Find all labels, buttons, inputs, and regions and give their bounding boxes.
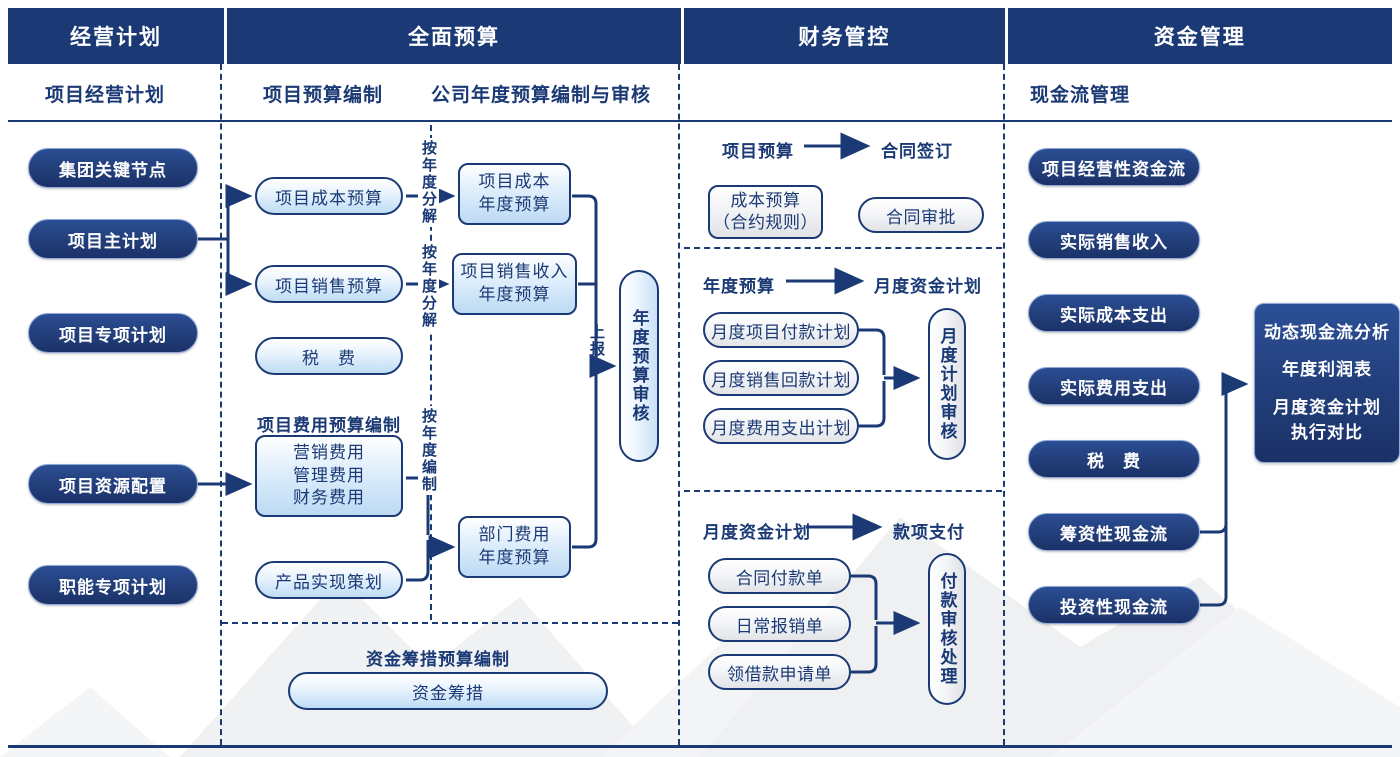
fc-divider-2 <box>684 490 1002 492</box>
pill-actual-sales-revenue[interactable]: 实际销售收入 <box>1028 221 1200 259</box>
pill-monthly-expense-payment-plan[interactable]: 月度费用支出计划 <box>703 408 859 444</box>
fc-divider-1 <box>684 247 1002 249</box>
subheader-row: 项目经营计划 项目预算编制 公司年度预算编制与审核 现金流管理 <box>0 64 1400 121</box>
pill-project-resource-allocation[interactable]: 项目资源配置 <box>28 464 198 504</box>
pill-actual-cost-expenditure[interactable]: 实际成本支出 <box>1028 294 1200 332</box>
pill-project-sales-budget[interactable]: 项目销售预算 <box>255 265 403 303</box>
column-divider-1 <box>220 64 222 745</box>
annual-cost-line-1: 项目成本 <box>478 172 551 192</box>
pill-functional-special-plan[interactable]: 职能专项计划 <box>28 565 198 605</box>
subheader-label-company-annual-budget: 公司年度预算编制与审核 <box>431 85 652 106</box>
pill-annual-budget-review[interactable]: 年度预算审核 <box>619 270 659 462</box>
header-col-business-plan: 经营计划 <box>8 8 225 64</box>
header-divider <box>1004 8 1008 64</box>
box-cost-budget-contract-rule[interactable]: 成本预算 （合约规则） <box>708 185 823 239</box>
pill-loan-application-form[interactable]: 领借款申请单 <box>708 654 851 690</box>
bottom-rule <box>8 745 1392 748</box>
fc1-box-line-2: （合约规则） <box>713 213 818 232</box>
pill-project-master-plan[interactable]: 项目主计划 <box>28 219 198 259</box>
fc3-to-label: 款项支付 <box>893 523 965 542</box>
annual-sales-line-1: 项目销售收入 <box>460 262 569 282</box>
edge-label-compile: 按年度编制 <box>418 406 439 495</box>
fc1-box-line-1: 成本预算 <box>730 190 801 210</box>
expense-line-marketing: 营销费用 <box>293 442 365 462</box>
pill-project-cost-budget[interactable]: 项目成本预算 <box>255 177 403 215</box>
subheader-label-cashflow-management: 现金流管理 <box>1030 85 1131 106</box>
edge-label-decompose-2: 按年度分解 <box>418 242 439 331</box>
caption-funding-budget-prep: 资金筹措预算编制 <box>366 650 510 669</box>
edge-label-submit: 上报 <box>588 324 605 358</box>
pill-tax-fee-budget[interactable]: 税 费 <box>255 337 403 375</box>
fc2-to-label: 月度资金计划 <box>874 277 982 296</box>
box-dept-expense-annual-budget[interactable]: 部门费用 年度预算 <box>458 516 571 578</box>
column-divider-3 <box>1003 64 1005 745</box>
header-col-comprehensive-budget: 全面预算 <box>227 8 682 64</box>
annual-cost-line-2: 年度预算 <box>478 195 551 214</box>
budget-inner-divider <box>430 125 432 620</box>
fc1-to-label: 合同签订 <box>881 142 953 161</box>
pill-monthly-project-payment-plan[interactable]: 月度项目付款计划 <box>703 312 859 348</box>
subheader-label-project-budget-prep: 项目预算编制 <box>263 85 384 106</box>
pill-tax-fee-fund[interactable]: 税 费 <box>1028 440 1200 478</box>
annual-sales-line-2: 年度预算 <box>478 285 551 304</box>
box-expense-budget-items[interactable]: 营销费用 管理费用 财务费用 <box>255 435 403 517</box>
caption-project-expense-budget: 项目费用预算编制 <box>257 416 401 435</box>
header-divider <box>681 8 685 64</box>
pill-contract-approval[interactable]: 合同审批 <box>858 197 984 233</box>
expense-line-management: 管理费用 <box>293 465 365 485</box>
expense-line-financial: 财务费用 <box>293 488 365 508</box>
header-col-fund-management: 资金管理 <box>1007 8 1392 64</box>
subheader-bottom-rule <box>8 120 1392 122</box>
fc1-from-label: 项目预算 <box>722 142 794 161</box>
pill-project-special-plan[interactable]: 项目专项计划 <box>28 313 198 353</box>
header-divider <box>224 8 228 64</box>
analysis-line-3: 月度资金计划 <box>1273 398 1381 417</box>
analysis-line-4: 执行对比 <box>1291 422 1363 442</box>
pill-payment-review-processing[interactable]: 付款审核处理 <box>928 553 966 705</box>
pill-daily-reimbursement-form[interactable]: 日常报销单 <box>708 606 851 642</box>
annual-dept-line-2: 年度预算 <box>478 548 551 567</box>
pill-contract-payment-form[interactable]: 合同付款单 <box>708 558 851 594</box>
pill-funding-raising[interactable]: 资金筹措 <box>288 672 608 710</box>
pill-investing-cashflow[interactable]: 投资性现金流 <box>1028 586 1200 624</box>
pill-product-realization-plan[interactable]: 产品实现策划 <box>255 561 403 599</box>
funding-section-divider <box>222 622 678 624</box>
pill-financing-cashflow[interactable]: 筹资性现金流 <box>1028 513 1200 551</box>
fc3-from-label: 月度资金计划 <box>703 523 811 542</box>
annual-dept-line-1: 部门费用 <box>478 525 551 545</box>
header-band: 经营计划 全面预算 财务管控 资金管理 <box>8 8 1392 64</box>
pill-group-key-milestone[interactable]: 集团关键节点 <box>28 148 198 188</box>
subheader-label-project-business-plan: 项目经营计划 <box>45 85 166 106</box>
analysis-line-1: 动态现金流分析 <box>1264 322 1390 342</box>
pill-project-operating-cashflow[interactable]: 项目经营性资金流 <box>1028 148 1200 186</box>
header-col-financial-control: 财务管控 <box>684 8 1005 64</box>
fc2-from-label: 年度预算 <box>703 277 775 296</box>
analysis-line-2: 年度利润表 <box>1282 360 1372 380</box>
box-project-sales-annual-budget[interactable]: 项目销售收入 年度预算 <box>452 253 577 315</box>
box-dynamic-cashflow-analysis[interactable]: 动态现金流分析 年度利润表 月度资金计划 执行对比 <box>1254 303 1400 463</box>
pill-monthly-plan-review[interactable]: 月度计划审核 <box>928 308 966 460</box>
column-divider-2 <box>678 64 680 745</box>
pill-actual-expense-expenditure[interactable]: 实际费用支出 <box>1028 367 1200 405</box>
edge-label-decompose-1: 按年度分解 <box>418 138 439 227</box>
box-project-cost-annual-budget[interactable]: 项目成本 年度预算 <box>458 163 571 225</box>
pill-monthly-sales-collection-plan[interactable]: 月度销售回款计划 <box>703 360 859 396</box>
